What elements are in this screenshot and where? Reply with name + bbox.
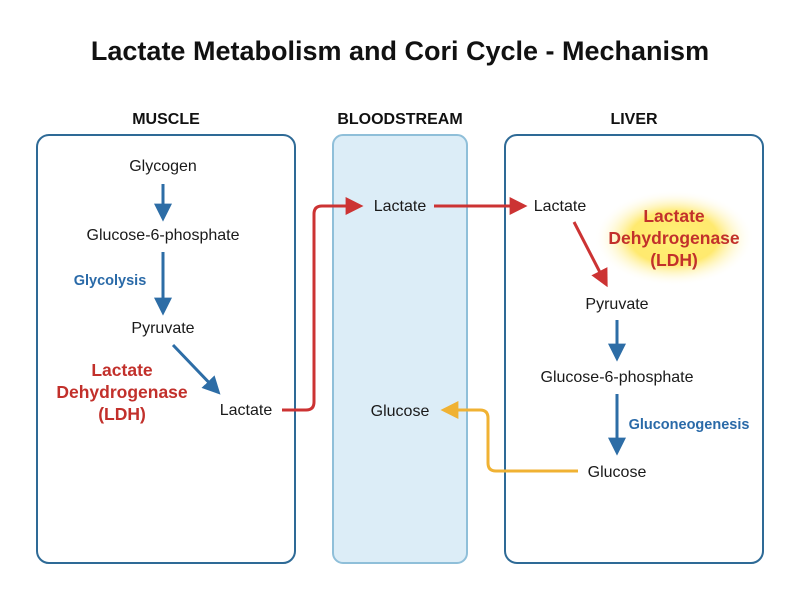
bloodstream-header: BLOODSTREAM	[337, 111, 462, 128]
muscle-pyruvate: Pyruvate	[131, 320, 194, 337]
arrow-muscle-lactate-to-blood	[282, 197, 364, 412]
muscle-ldh-line2: Dehydrogenase	[56, 382, 188, 402]
diagram-title: Lactate Metabolism and Cori Cycle - Mech…	[91, 36, 709, 66]
muscle-glycogen: Glycogen	[129, 158, 197, 175]
liver-pyruvate: Pyruvate	[585, 296, 648, 313]
bloodstream-panel	[332, 134, 468, 564]
muscle-panel	[36, 134, 296, 564]
liver-ldh-line2: Dehydrogenase	[608, 228, 740, 248]
gluconeogenesis-label: Gluconeogenesis	[629, 417, 750, 433]
muscle-g6p: Glucose-6-phosphate	[87, 227, 240, 244]
arrow-liver-glucose-to-blood	[440, 401, 578, 473]
muscle-ldh-line1: Lactate	[91, 360, 153, 380]
arrow-liver-lactate-to-pyruvate	[572, 221, 608, 288]
arrow-pyruvate-to-lactate-muscle	[171, 343, 221, 395]
liver-lactate: Lactate	[534, 198, 587, 215]
liver-ldh-line3: (LDH)	[650, 250, 698, 270]
liver-ldh-line1: Lactate	[643, 206, 705, 226]
liver-glucose: Glucose	[588, 464, 647, 481]
muscle-ldh-line3: (LDH)	[98, 404, 146, 424]
muscle-lactate: Lactate	[220, 402, 273, 419]
blood-lactate: Lactate	[374, 198, 427, 215]
blood-glucose: Glucose	[371, 403, 430, 420]
liver-g6p: Glucose-6-phosphate	[541, 369, 694, 386]
ldh-highlight	[594, 190, 754, 286]
liver-header: LIVER	[610, 111, 658, 128]
muscle-header: MUSCLE	[132, 111, 200, 128]
glycolysis-label: Glycolysis	[74, 273, 147, 289]
